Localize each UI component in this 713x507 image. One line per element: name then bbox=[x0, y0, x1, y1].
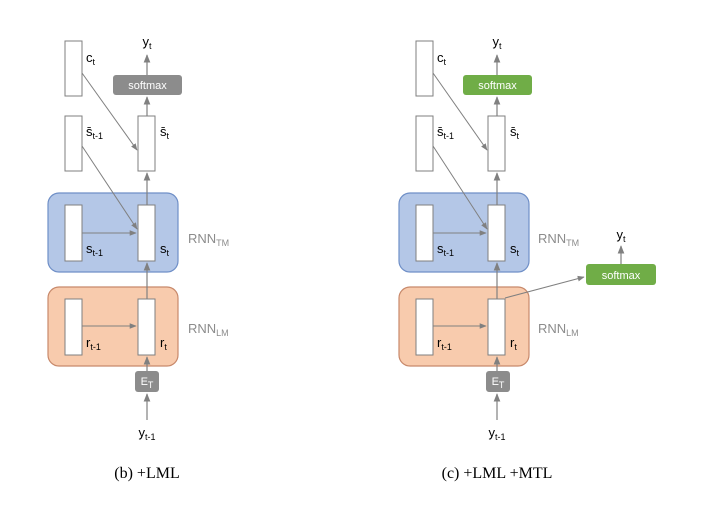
c-t-label-c: ct bbox=[437, 50, 447, 67]
embedding-label-c: ET bbox=[492, 376, 505, 390]
sbar-prev-label-c: s̄t-1 bbox=[437, 124, 454, 141]
s-prev-cell bbox=[64, 204, 83, 262]
rnn-tm-label: RNNTM bbox=[188, 231, 229, 248]
rnn-lm-label-c: RNNLM bbox=[538, 321, 579, 338]
softmax-lm-label: softmax bbox=[602, 270, 641, 282]
sbar-prev-label: s̄t-1 bbox=[86, 124, 103, 141]
sbar-t-label-c: s̄t bbox=[510, 124, 520, 141]
r-t-label-c: rt bbox=[510, 335, 517, 352]
r-t-cell bbox=[137, 298, 156, 356]
softmax-box-c bbox=[463, 75, 532, 95]
s-prev-cell-c bbox=[415, 204, 434, 262]
s-t-cell-c bbox=[487, 204, 506, 262]
panel-c: softmax softmax ET yt yt ct s̄t-1 s̄t st… bbox=[398, 34, 656, 482]
y-prev-label: yt-1 bbox=[138, 425, 155, 442]
y-prev-label-c: yt-1 bbox=[488, 425, 505, 442]
arrow-sbarprev-st-c bbox=[432, 145, 488, 230]
rnn-tm-label-c: RNNTM bbox=[538, 231, 579, 248]
s-prev-label-c: st-1 bbox=[437, 241, 454, 258]
c-t-cell-c bbox=[415, 40, 434, 97]
s-t-cell bbox=[137, 204, 156, 262]
rnn-lm-label: RNNLM bbox=[188, 321, 229, 338]
arrow-rt-softmax-lm bbox=[504, 275, 585, 299]
embedding-box-c bbox=[486, 371, 510, 392]
softmax-label: softmax bbox=[128, 80, 167, 92]
y-t-label: yt bbox=[142, 34, 152, 51]
r-t-cell-c bbox=[487, 298, 506, 356]
sbar-t-cell-c bbox=[487, 115, 506, 172]
arrow-sbarprev-st bbox=[81, 145, 138, 230]
caption-c: (c) +LML +MTL bbox=[442, 465, 553, 482]
embedding-label: ET bbox=[141, 376, 154, 390]
r-t-label: rt bbox=[160, 335, 167, 352]
r-prev-cell bbox=[64, 298, 83, 356]
caption-b: (b) +LML bbox=[114, 465, 179, 482]
softmax-lm-box bbox=[586, 264, 656, 285]
s-t-label: st bbox=[160, 241, 170, 258]
sbar-t-cell bbox=[137, 115, 156, 172]
arrow-ct-sbar bbox=[81, 72, 138, 151]
r-prev-label-c: rt-1 bbox=[437, 335, 452, 352]
arrow-ct-sbar-c bbox=[432, 72, 488, 151]
c-t-cell bbox=[64, 40, 83, 97]
softmax-label-c: softmax bbox=[478, 80, 517, 92]
sbar-t-label: s̄t bbox=[160, 124, 170, 141]
sbar-prev-cell bbox=[64, 115, 83, 172]
s-t-label-c: st bbox=[510, 241, 520, 258]
sbar-prev-cell-c bbox=[415, 115, 434, 172]
panel-b: softmax ET yt ct s̄t-1 s̄t st-1 st rt-1 … bbox=[47, 34, 229, 482]
c-t-label: ct bbox=[86, 50, 96, 67]
s-prev-label: st-1 bbox=[86, 241, 103, 258]
r-prev-cell-c bbox=[415, 298, 434, 356]
y-t-lm-label: yt bbox=[616, 227, 626, 244]
embedding-box bbox=[135, 371, 159, 392]
softmax-box bbox=[113, 75, 182, 95]
r-prev-label: rt-1 bbox=[86, 335, 101, 352]
y-t-label-c: yt bbox=[492, 34, 502, 51]
